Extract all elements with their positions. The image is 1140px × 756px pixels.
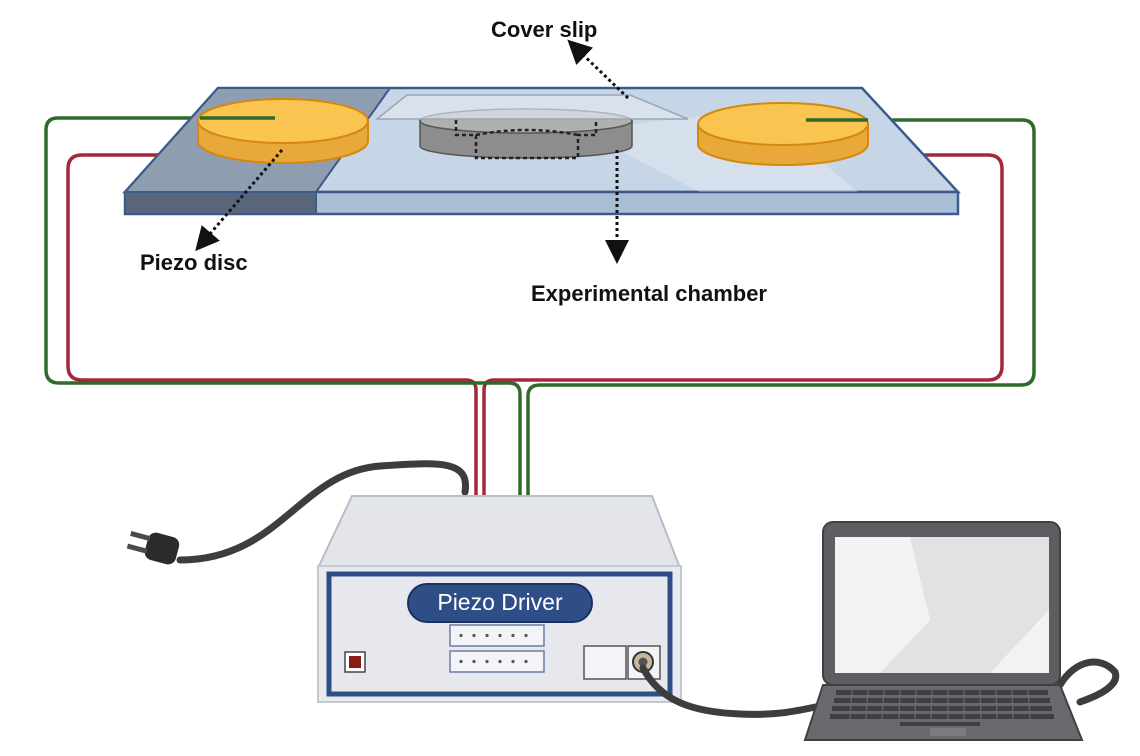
wiring	[44, 116, 1036, 498]
piezo-driver-label: Piezo Driver	[437, 589, 563, 615]
plug-icon	[126, 531, 180, 565]
laptop-trackpad	[930, 728, 966, 736]
chamber-well-outline	[454, 120, 598, 160]
power-cable	[126, 460, 470, 565]
green-wire-right	[526, 118, 1036, 498]
piezo-disc-right	[697, 102, 869, 166]
driver-name-plate	[407, 583, 593, 623]
pointer-arrows	[195, 39, 630, 264]
screen-reflection	[880, 537, 1049, 673]
piezo-disc-arrow	[195, 149, 284, 252]
slide-dark-end-front	[124, 191, 317, 215]
piezo-driver: Piezo Driver	[316, 495, 682, 703]
cover-slip-arrow	[567, 39, 630, 100]
cover-slip	[374, 94, 689, 120]
keyboard-key-gaps	[849, 689, 1031, 720]
driver-display-box	[583, 645, 627, 680]
green-wire-left	[44, 116, 522, 498]
driver-connector-bottom	[449, 650, 545, 673]
power-cord	[176, 460, 470, 564]
piezo-disc-label: Piezo disc	[140, 250, 248, 275]
laptop-cable	[639, 658, 1120, 718]
laptop-keyboard	[830, 690, 1054, 726]
power-switch[interactable]	[344, 651, 366, 673]
cover-slip-label: Cover slip	[491, 17, 597, 42]
laptop	[803, 521, 1084, 741]
driver-connector-top	[449, 624, 545, 647]
driver-top	[316, 495, 682, 569]
piezo-disc-left	[197, 98, 369, 164]
experimental-chamber-label: Experimental chamber	[531, 281, 767, 306]
